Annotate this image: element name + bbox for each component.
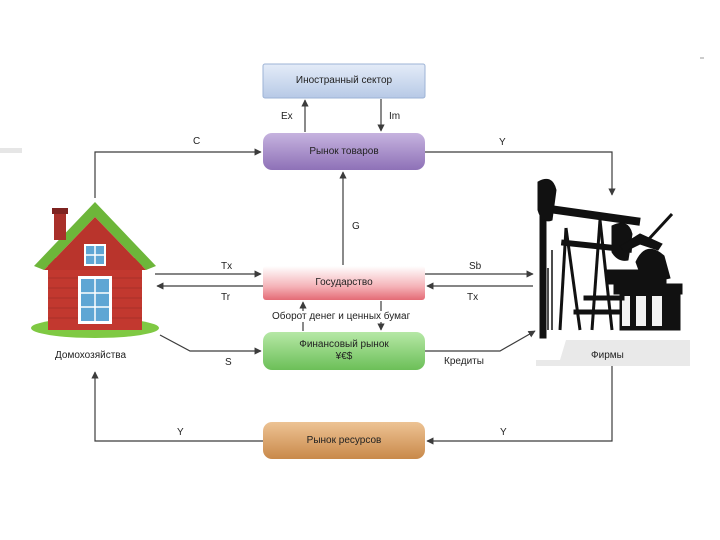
resource-market-label: Рынок ресурсов [306, 434, 382, 446]
transfers-label: Tr [221, 292, 231, 303]
taxes-firms-label: Tx [467, 292, 479, 303]
securities-turnover-label: Оборот денег и ценных бумаг [270, 311, 413, 322]
financial-market-label: Финансовый рынок [299, 339, 389, 350]
goods-market-label: Рынок товаров [309, 145, 379, 157]
financial-market-currency: ¥€$ [335, 351, 353, 362]
exports-label: Ex [281, 111, 293, 122]
resource-market-box: Рынок ресурсов [263, 422, 425, 459]
oil-pump-icon [536, 178, 690, 366]
consumption-label: C [193, 136, 201, 147]
income-top-label: Y [499, 137, 506, 148]
income-bottom-left-label: Y [177, 427, 184, 438]
foreign-sector-label: Иностранный сектор [295, 75, 393, 86]
house-icon [31, 202, 159, 338]
government-label: Государство [315, 277, 373, 288]
taxes-households-label: Tx [221, 261, 233, 272]
savings-label: S [225, 357, 232, 368]
households-label: Домохозяйства [55, 350, 127, 361]
government-box: Государство [263, 266, 425, 300]
financial-market-box: Финансовый рынок ¥€$ [263, 332, 425, 370]
subsidies-label: Sb [469, 261, 482, 272]
goods-market-box: Рынок товаров [263, 133, 425, 170]
imports-label: Im [389, 111, 401, 122]
income-bottom-right-label: Y [500, 427, 507, 438]
government-spending-label: G [352, 221, 360, 232]
credits-label: Кредиты [444, 356, 484, 367]
foreign-sector-box: Иностранный сектор [263, 64, 425, 98]
firms-label: Фирмы [591, 350, 624, 361]
